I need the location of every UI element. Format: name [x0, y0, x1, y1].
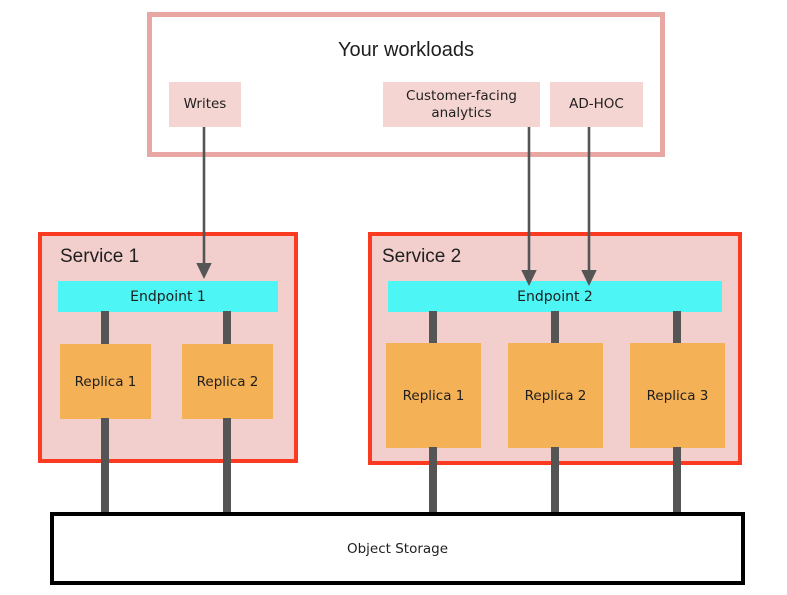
- workload-chip-customer-facing-analytics[interactable]: Customer-facing analytics: [383, 82, 540, 127]
- connector-s1-replica2-storage: [223, 418, 231, 515]
- connector-s1-replica1-storage: [101, 418, 109, 515]
- service-1-replica-2[interactable]: Replica 2: [182, 344, 273, 419]
- connector-endpoint2-replica2: [551, 311, 559, 344]
- service-2-title: Service 2: [382, 246, 462, 267]
- connector-endpoint1-replica2: [223, 311, 231, 345]
- connector-s2-replica1-storage: [429, 447, 437, 515]
- service-1-replica-1[interactable]: Replica 1: [60, 344, 151, 419]
- connector-s2-replica3-storage: [673, 447, 681, 515]
- service-2-endpoint[interactable]: Endpoint 2: [388, 281, 722, 312]
- connector-endpoint1-replica1: [101, 311, 109, 345]
- service-2-replica-1[interactable]: Replica 1: [386, 343, 481, 448]
- service-1-title: Service 1: [60, 246, 140, 267]
- connector-s2-replica2-storage: [551, 447, 559, 515]
- object-storage-box[interactable]: Object Storage: [50, 512, 745, 585]
- service-2-replica-3[interactable]: Replica 3: [630, 343, 725, 448]
- connector-endpoint2-replica3: [673, 311, 681, 344]
- workloads-title: Your workloads: [337, 39, 474, 61]
- workload-chip-writes[interactable]: Writes: [169, 82, 241, 127]
- service-1-endpoint[interactable]: Endpoint 1: [58, 281, 278, 312]
- connector-endpoint2-replica1: [429, 311, 437, 344]
- workload-chip-ad-hoc[interactable]: AD-HOC: [550, 82, 643, 127]
- service-2-replica-2[interactable]: Replica 2: [508, 343, 603, 448]
